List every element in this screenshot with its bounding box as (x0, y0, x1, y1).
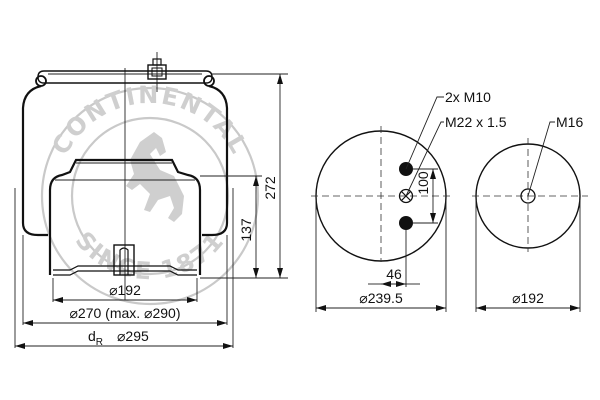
dia-rolling-symbol: dR (88, 328, 103, 348)
base-diameter-label: ⌀192 (512, 290, 544, 306)
offset-label: 46 (386, 266, 402, 282)
bolt-hole-lower (399, 216, 413, 230)
piston (48, 158, 202, 275)
air-thread-callout: M22 x 1.5 (445, 114, 507, 130)
piston-stud (113, 244, 135, 276)
top-plate-diameter-label: ⌀239.5 (359, 290, 403, 306)
thread-hole (520, 188, 536, 204)
thread-callout: M16 (556, 114, 583, 130)
top-plate-view: 2x M10 M22 x 1.5 100 46 ⌀239.5 (311, 89, 507, 312)
dia-bellows-label: ⌀270 (max. ⌀290) (69, 305, 180, 321)
height-piston-label: 137 (238, 218, 254, 242)
bellows-right (202, 84, 229, 237)
bolt-spacing-label: 100 (415, 171, 431, 195)
dia-rolling-label: ⌀295 (117, 328, 149, 344)
dia-piston-label: ⌀192 (109, 282, 141, 298)
height-total-label: 272 (262, 176, 278, 200)
bolt-callout: 2x M10 (445, 89, 491, 105)
horse-icon (126, 132, 184, 222)
side-view: 272 137 ⌀192 ⌀270 (max. ⌀290) dR ⌀295 (14, 52, 288, 349)
bottom-view: M16 ⌀192 (472, 114, 588, 312)
bellows-left (21, 84, 48, 237)
